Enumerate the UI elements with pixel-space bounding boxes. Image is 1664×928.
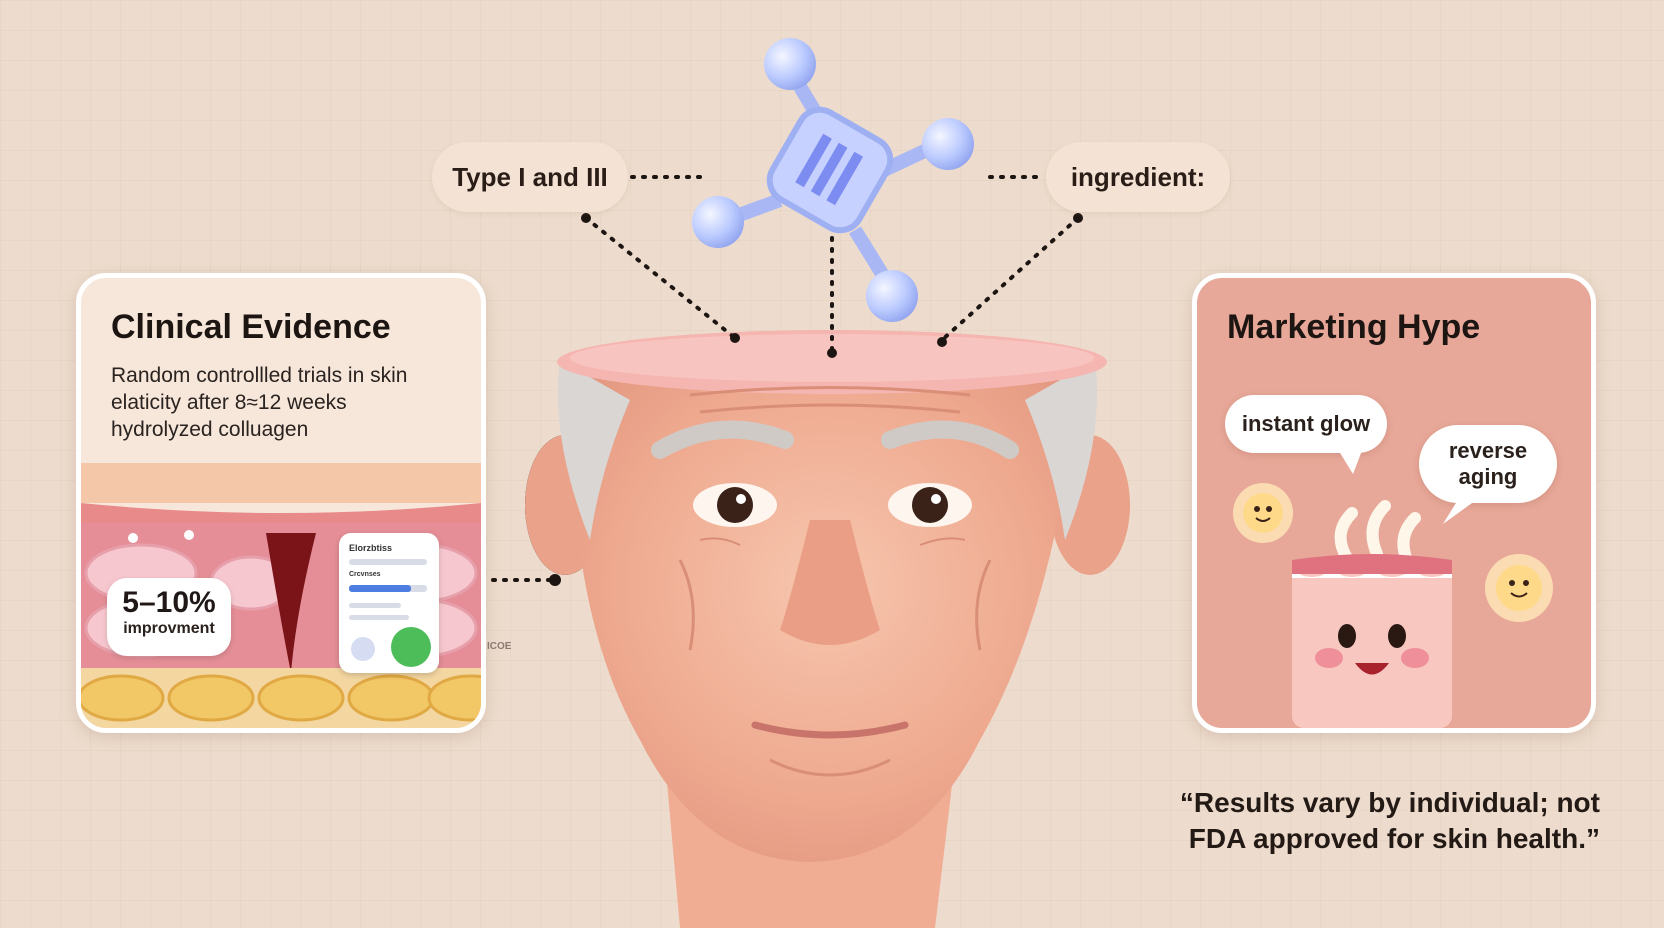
dotted-connectors (480, 175, 1080, 582)
collagen-molecule (692, 38, 974, 322)
skin-block-character (1292, 568, 1452, 728)
stat-value: 5–10% (122, 586, 216, 619)
clinical-text-line1: Random controllled trials in skin (111, 364, 408, 387)
disclaimer-line1: “Results vary by individual; not (1179, 787, 1600, 818)
callout-type: Type I and III (432, 142, 628, 212)
report-subtitle: Crcvnses (349, 571, 381, 578)
marketing-title: Marketing Hype (1227, 308, 1481, 346)
bubble-reverse-line2: aging (1458, 464, 1518, 489)
report-progress-bar (349, 585, 411, 592)
bubble-reverse-line1: reverse (1448, 438, 1528, 463)
clinical-text-line3: hydrolyzed colluagen (111, 418, 309, 441)
disclaimer-line2: FDA approved for skin health.” (1188, 823, 1600, 854)
hair-right (1025, 360, 1097, 540)
clinical-title: Clinical Evidence (111, 308, 391, 346)
hype-illustration (1233, 448, 1553, 728)
report-title: Elorzbtiss (349, 543, 393, 553)
disclaimer-quote: “Results vary by individual; not FDA app… (1140, 785, 1600, 857)
clinical-evidence-card: Clinical Evidence Random controllled tri… (76, 273, 486, 733)
bubble-reverse-aging: reverse aging (1419, 425, 1557, 503)
callout-ingredient: ingredient: (1046, 142, 1230, 212)
bubble-instant-glow: instant glow (1225, 395, 1387, 453)
clinical-text-line2: elaticity after 8≈12 weeks (111, 391, 347, 414)
stat-improvement-badge: 5–10% improvment (107, 578, 231, 656)
green-check-circle (391, 627, 431, 667)
side-label: ICOE (487, 641, 512, 652)
report-card: Elorzbtiss Crcvnses (339, 533, 439, 673)
hair-left (558, 360, 630, 540)
marketing-hype-card: Marketing Hype instant glow reverse agin… (1192, 273, 1596, 733)
stat-label: improvment (123, 620, 215, 637)
